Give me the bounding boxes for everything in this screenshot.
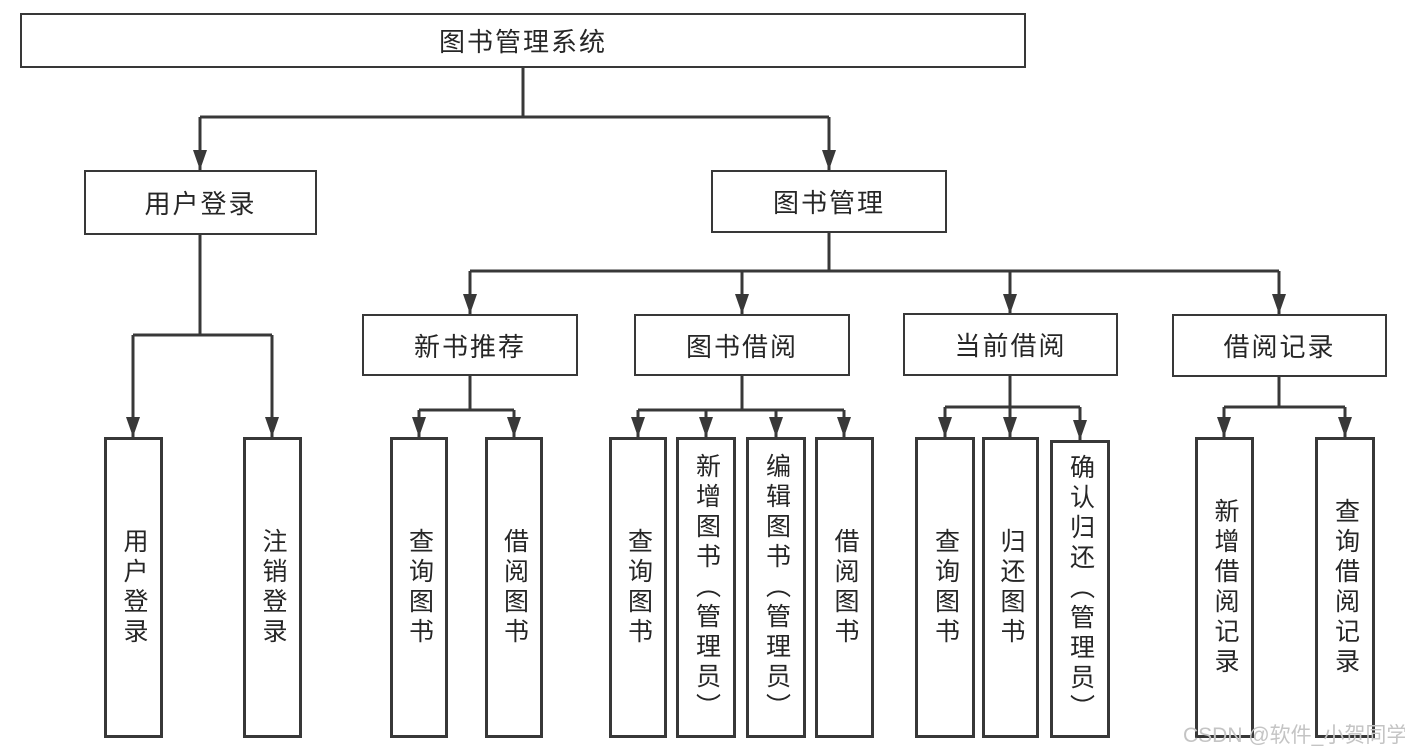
leaf-bookborrow-borrow-label: 借阅图书 bbox=[831, 527, 859, 648]
leaf-bookborrow-edit: 编辑图书（管理员） bbox=[746, 437, 806, 738]
leaf-records-add-label: 新增借阅记录 bbox=[1211, 497, 1239, 678]
leaf-current-query: 查询图书 bbox=[915, 437, 975, 738]
node-current-borrow: 当前借阅 bbox=[903, 313, 1118, 376]
leaf-records-add: 新增借阅记录 bbox=[1195, 437, 1254, 738]
leaf-current-confirm: 确认归还（管理员） bbox=[1050, 440, 1110, 738]
node-user-login-label: 用户登录 bbox=[144, 189, 257, 219]
node-book-mgmt-label: 图书管理 bbox=[772, 188, 885, 218]
leaf-current-return: 归还图书 bbox=[982, 437, 1039, 738]
leaf-current-return-label: 归还图书 bbox=[997, 527, 1025, 648]
leaf-newbooks-borrow: 借阅图书 bbox=[485, 437, 543, 738]
node-book-borrow-label: 图书借阅 bbox=[685, 331, 798, 362]
node-user-login: 用户登录 bbox=[84, 170, 317, 235]
leaf-bookborrow-query-label: 查询图书 bbox=[624, 527, 653, 648]
node-root: 图书管理系统 bbox=[20, 13, 1026, 68]
leaf-logout: 注销登录 bbox=[243, 437, 302, 738]
leaf-newbooks-borrow-label: 借阅图书 bbox=[500, 527, 529, 648]
node-root-label: 图书管理系统 bbox=[438, 27, 607, 57]
node-book-borrow: 图书借阅 bbox=[634, 314, 850, 376]
leaf-bookborrow-add: 新增图书（管理员） bbox=[676, 437, 736, 738]
leaf-bookborrow-query: 查询图书 bbox=[609, 437, 667, 738]
leaf-records-query: 查询借阅记录 bbox=[1315, 437, 1375, 738]
leaf-user-login-label: 用户登录 bbox=[120, 527, 148, 648]
leaf-current-confirm-label: 确认归还（管理员） bbox=[1066, 454, 1095, 724]
leaf-newbooks-query-label: 查询图书 bbox=[405, 527, 434, 648]
node-new-books-label: 新书推荐 bbox=[413, 331, 526, 362]
csdn-watermark: CSDN @软件_小贺同学 bbox=[1183, 724, 1405, 747]
leaf-bookborrow-edit-label: 编辑图书（管理员） bbox=[762, 452, 791, 723]
leaf-bookborrow-borrow: 借阅图书 bbox=[815, 437, 874, 738]
leaf-bookborrow-add-label: 新增图书（管理员） bbox=[692, 452, 721, 723]
node-borrow-records-label: 借阅记录 bbox=[1223, 332, 1336, 362]
leaf-user-login: 用户登录 bbox=[104, 437, 163, 738]
leaf-current-query-label: 查询图书 bbox=[931, 527, 960, 648]
node-book-mgmt: 图书管理 bbox=[711, 170, 947, 233]
leaf-records-query-label: 查询借阅记录 bbox=[1331, 497, 1360, 678]
leaf-logout-label: 注销登录 bbox=[259, 527, 287, 648]
node-borrow-records: 借阅记录 bbox=[1172, 314, 1387, 377]
node-current-borrow-label: 当前借阅 bbox=[954, 331, 1067, 361]
node-new-books: 新书推荐 bbox=[362, 314, 578, 376]
leaf-newbooks-query: 查询图书 bbox=[390, 437, 448, 738]
